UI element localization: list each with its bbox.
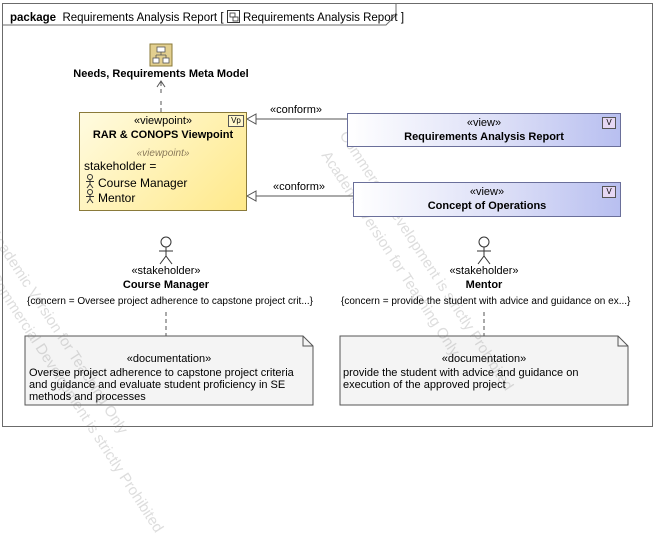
note-line: methods and processes xyxy=(29,391,146,403)
note-stereotype: «documentation» xyxy=(126,353,212,365)
frame-tab: package Requirements Analysis Report [ R… xyxy=(2,3,404,25)
viewpoint-stereotype: «viewpoint» xyxy=(133,115,193,127)
documentation-note xyxy=(24,335,314,406)
view-badge-icon: V xyxy=(602,186,616,198)
stakeholder-name[interactable]: Course Manager xyxy=(122,279,210,291)
conform-label: «conform» xyxy=(273,181,325,193)
frame-name: Requirements Analysis Report xyxy=(62,12,218,24)
view-block[interactable]: «view» Concept of Operations V xyxy=(353,182,621,217)
actor-icon xyxy=(159,236,173,265)
frame-title: package Requirements Analysis Report [ R… xyxy=(10,10,405,24)
actor-icon xyxy=(477,236,491,265)
actor-icon xyxy=(86,174,94,189)
documentation-note xyxy=(339,335,629,406)
stakeholder-name[interactable]: Mentor xyxy=(465,279,503,291)
view-name: Requirements Analysis Report xyxy=(404,131,564,143)
diagram-frame xyxy=(2,3,653,427)
view-block[interactable]: «view» Requirements Analysis Report V xyxy=(347,113,621,147)
package-icon xyxy=(149,43,173,67)
viewpoint-block[interactable]: «viewpoint» RAR & CONOPS Viewpoint «view… xyxy=(79,112,247,211)
note-line: and guidance and evaluate student profic… xyxy=(29,379,286,391)
note-line: provide the student with advice and guid… xyxy=(343,367,579,379)
meta-model-label[interactable]: Needs, Requirements Meta Model xyxy=(73,68,249,80)
stakeholder-stereotype: «stakeholder» xyxy=(449,265,519,277)
viewpoint-name: RAR & CONOPS Viewpoint xyxy=(92,129,234,141)
frame-keyword: package xyxy=(10,12,57,24)
viewpoint-stakeholder-label: stakeholder = xyxy=(84,159,157,173)
note-stereotype: «documentation» xyxy=(441,353,527,365)
diagram-icon xyxy=(226,10,240,23)
viewpoint-badge-icon: Vp xyxy=(228,115,244,127)
stakeholder-concern: {concern = provide the student with advi… xyxy=(341,296,631,307)
view-stereotype: «view» xyxy=(469,186,505,198)
viewpoint-stakeholder-item: Course Manager xyxy=(84,174,187,190)
frame-diagram-ref: Requirements Analysis Report xyxy=(242,12,398,24)
viewpoint-section-stereotype: «viewpoint» xyxy=(136,148,190,159)
diagram-canvas xyxy=(2,3,629,406)
viewpoint-stakeholder-item: Mentor xyxy=(84,189,135,205)
conform-label: «conform» xyxy=(270,104,322,116)
stakeholder-stereotype: «stakeholder» xyxy=(131,265,201,277)
view-badge-icon: V xyxy=(602,117,616,129)
note-line: Oversee project adherence to capstone pr… xyxy=(29,367,294,379)
view-name: Concept of Operations xyxy=(427,200,547,212)
stakeholder-concern: {concern = Oversee project adherence to … xyxy=(27,296,313,307)
actor-icon xyxy=(86,189,94,204)
view-stereotype: «view» xyxy=(466,117,502,129)
note-line: execution of the approved project xyxy=(343,379,506,391)
